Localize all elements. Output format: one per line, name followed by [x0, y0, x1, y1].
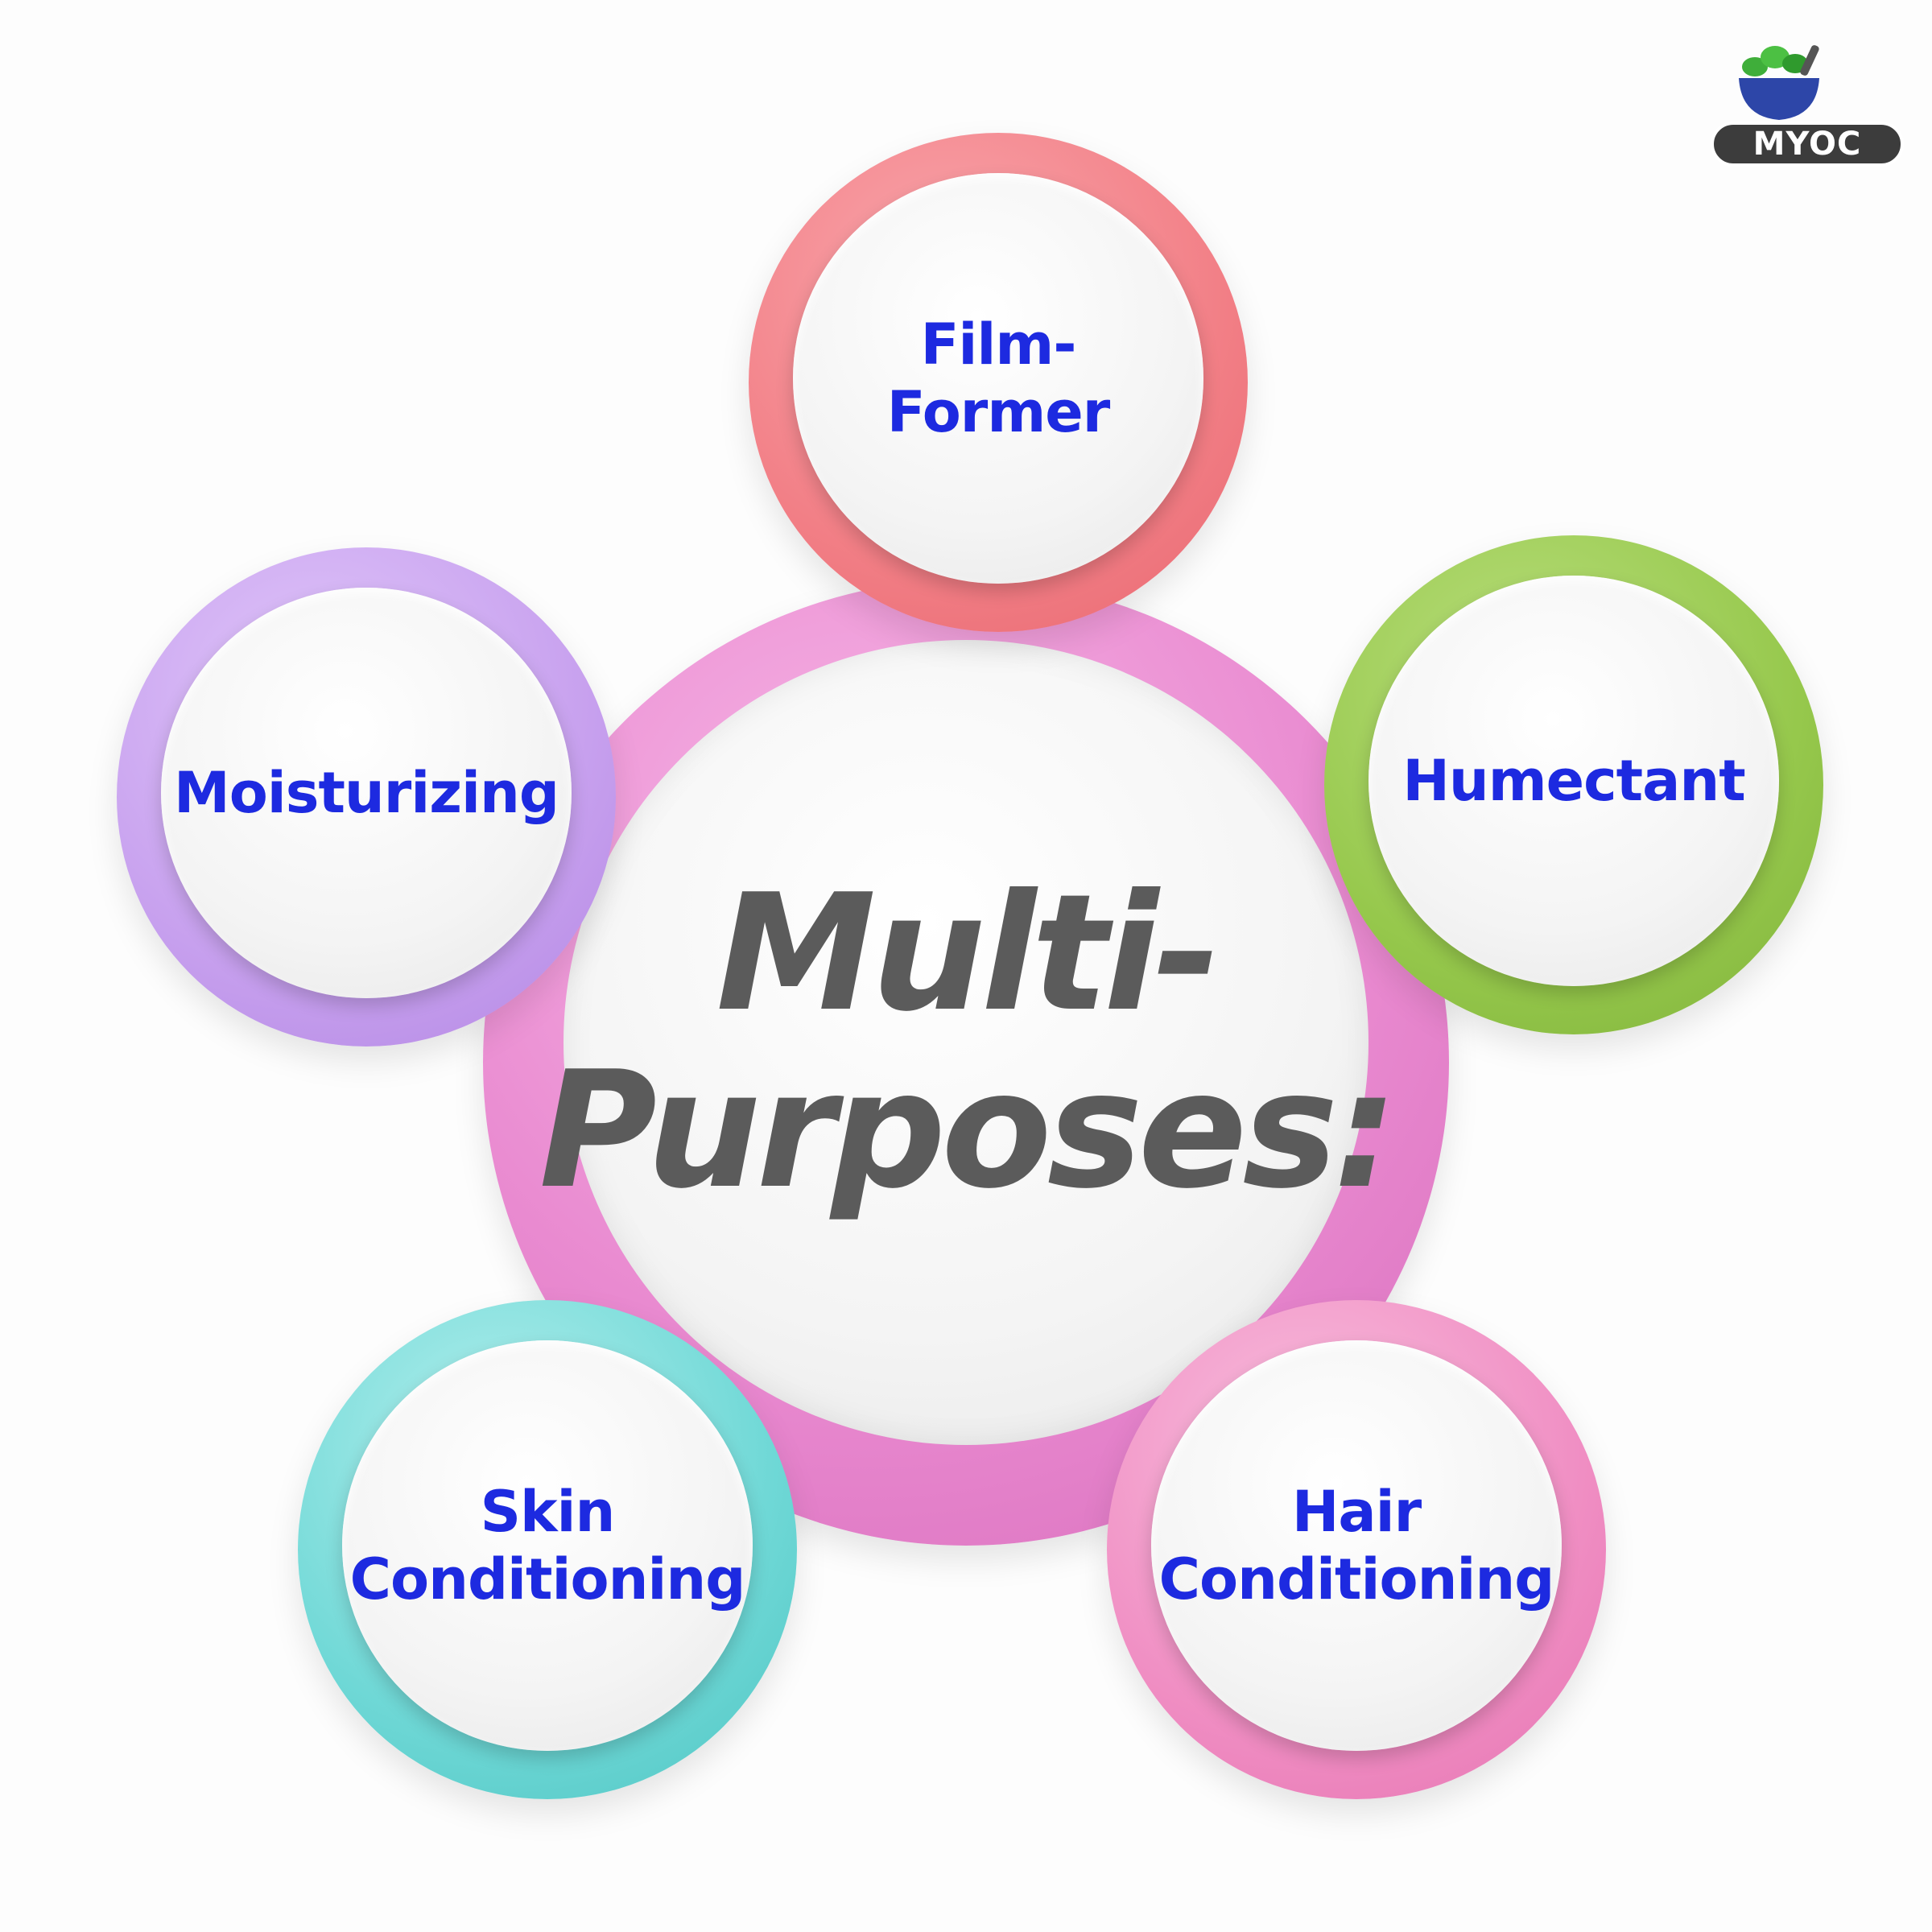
myoc-logo: MYOC: [1711, 36, 1904, 169]
center-title-line1: Multi-: [716, 860, 1220, 1047]
node-label-line1: Skin: [480, 1479, 616, 1545]
center-face: Multi- Purposes:: [539, 640, 1397, 1445]
node-film-former: Film- Former: [793, 173, 1203, 584]
node-hair-conditioning: Hair Conditioning: [1151, 1340, 1562, 1751]
node-label-line2: Former: [886, 379, 1111, 445]
node-label-line2: Conditioning: [1158, 1546, 1555, 1612]
logo-text: MYOC: [1752, 126, 1862, 163]
node-moisturizing: Moisturizing: [161, 588, 572, 998]
center-title-line2: Purposes:: [539, 1037, 1398, 1224]
node-label-line1: Hair: [1291, 1479, 1422, 1545]
node-humectant: Humectant: [1368, 576, 1779, 986]
node-label-line1: Moisturizing: [174, 760, 559, 826]
node-label-line2: Conditioning: [349, 1546, 746, 1612]
node-skin-conditioning: Skin Conditioning: [342, 1340, 753, 1751]
node-label-line1: Film-: [920, 312, 1077, 378]
herb-bowl-icon: [1711, 45, 1904, 167]
node-label-line1: Humectant: [1402, 748, 1745, 814]
